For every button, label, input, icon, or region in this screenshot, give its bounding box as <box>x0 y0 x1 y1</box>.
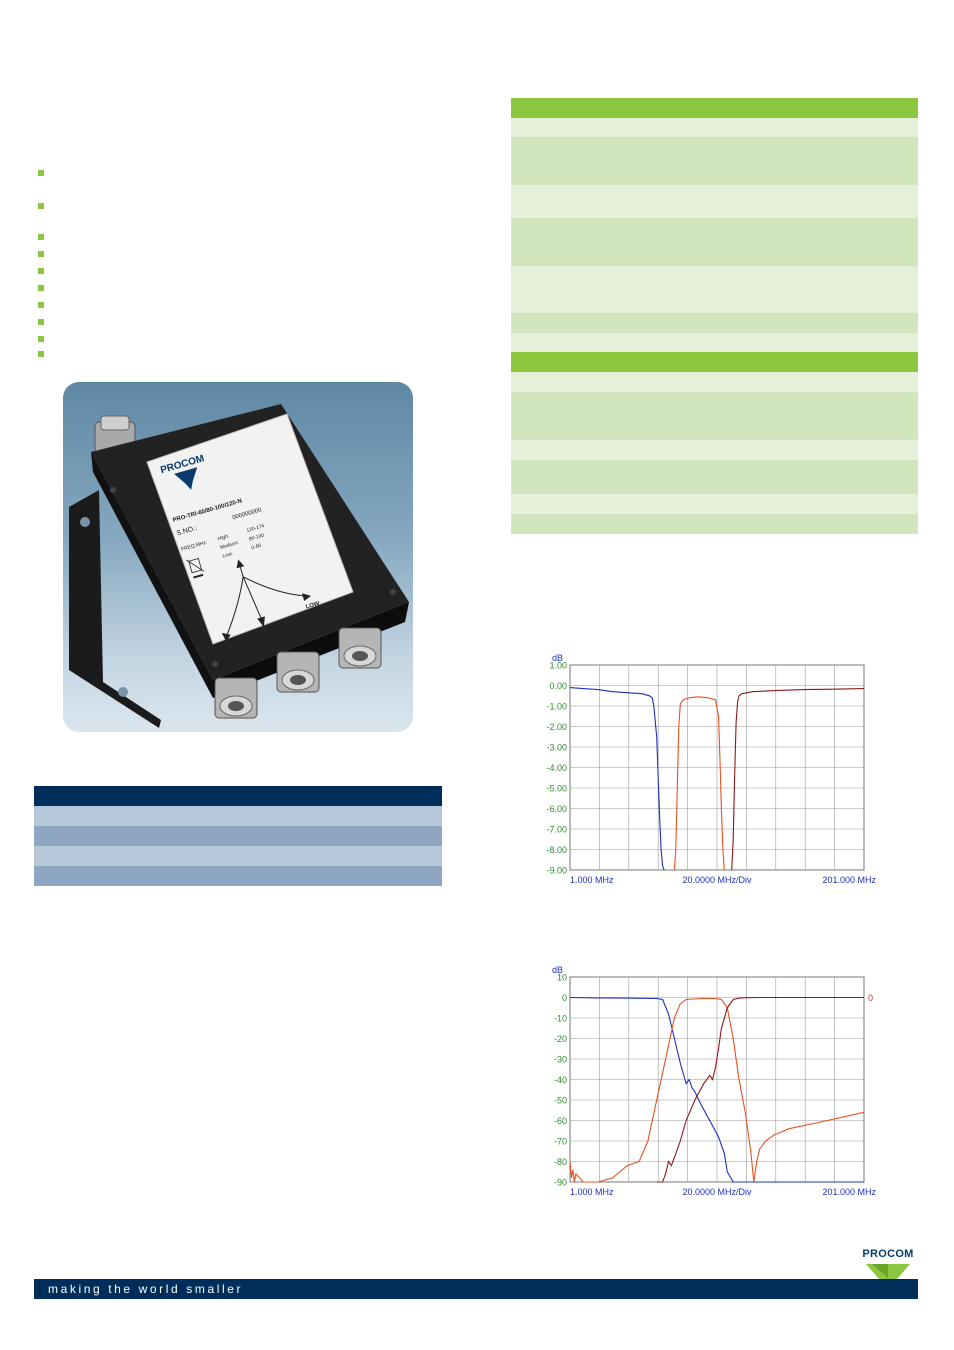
label-low: Low: <box>222 551 234 560</box>
y-tick-label: -9.00 <box>546 866 567 876</box>
table-row <box>511 313 918 333</box>
y-tick-label: -3.00 <box>546 743 567 753</box>
label-low-value: 0-60 <box>251 543 262 552</box>
n-connector <box>338 627 382 669</box>
y-tick-label: -7.00 <box>546 825 567 835</box>
table-row <box>34 846 442 866</box>
y-tick-label: -6.00 <box>546 804 567 814</box>
label-high-value: 120-174 <box>246 523 266 534</box>
y-tick-label: -8.00 <box>546 845 567 855</box>
port-low-label: LOW <box>305 601 320 611</box>
series-line-2 <box>656 996 864 1183</box>
table-header-bar <box>511 98 918 118</box>
table-header-bar <box>34 786 442 806</box>
bullet-marker <box>38 285 44 291</box>
x-tick-label: 20.0000 MHz/Div <box>682 875 752 885</box>
arrow-low-icon <box>301 593 312 601</box>
bullet-marker <box>38 170 44 176</box>
y-tick-label: -2.00 <box>546 722 567 732</box>
n-connector <box>214 677 258 719</box>
left-spec-table <box>34 786 442 886</box>
y-tick-label: -1.00 <box>546 702 567 712</box>
footer-tagline: making the world smaller <box>48 1282 244 1296</box>
series-line-1 <box>673 696 725 871</box>
y-tick-label: -30 <box>554 1055 567 1065</box>
insertion-loss-plot: 1.00 0.00 -1.00 -2.00 -3.00 -4.00 -5.00 -6.00 -7… <box>546 653 876 885</box>
series-line-1 <box>569 997 865 1183</box>
bullet-marker <box>38 203 44 209</box>
y-tick-label: -50 <box>554 1096 567 1106</box>
bullet-marker <box>38 302 44 308</box>
y-tick-label: -5.00 <box>546 784 567 794</box>
y-tick-label: -20 <box>554 1034 567 1044</box>
table-row <box>34 866 442 886</box>
bullet-marker <box>38 351 44 357</box>
series-line-0 <box>569 996 864 1183</box>
x-tick-label: 20.0000 MHz/Div <box>682 1187 752 1197</box>
bullet-marker <box>38 251 44 257</box>
bullet-marker <box>38 268 44 274</box>
label-medium-value: 80-100 <box>248 533 265 543</box>
y-tick-label: -60 <box>554 1116 567 1126</box>
triplexer-illustration: PROCOM PRO-TRI-60/80-100/120-N S.NO.: 00… <box>69 404 409 728</box>
table-header-bar <box>511 352 918 372</box>
table-row <box>511 494 918 514</box>
table-row <box>511 460 918 494</box>
table-row <box>511 185 918 218</box>
y-tick-label: -90 <box>554 1178 567 1188</box>
series-line-0 <box>569 687 665 871</box>
y-tick-label: 10 <box>557 973 567 983</box>
table-row <box>511 137 918 185</box>
table-row <box>511 514 918 534</box>
y-tick-label: -40 <box>554 1075 567 1085</box>
y-tick-label: -10 <box>554 1014 567 1024</box>
bullet-marker <box>38 336 44 342</box>
arrow-up-icon <box>236 559 245 569</box>
insertion-loss-chart: 1.00 0.00 -1.00 -2.00 -3.00 -4.00 -5.00 -6.00 -7… <box>530 650 890 890</box>
x-tick-label: 201.000 MHz <box>822 1187 876 1197</box>
y-tick-label: 0 <box>562 993 567 1003</box>
table-row <box>511 266 918 313</box>
y-tick-label: 0.00 <box>549 681 567 691</box>
series-line-2 <box>731 688 865 871</box>
table-row <box>511 372 918 392</box>
table-row <box>511 333 918 352</box>
procom-logo-icon <box>174 467 198 490</box>
right-spec-table <box>511 98 918 534</box>
footer-bar: making the world smaller <box>34 1279 918 1299</box>
rejection-plot: 10 0 -10 -20 -30 -40 -50 -60 -70 -80 -90 dB 1.000 MH… <box>552 965 876 1197</box>
table-row <box>511 118 918 137</box>
table-row <box>511 218 918 266</box>
right-marker-label: 0 <box>868 993 873 1003</box>
y-tick-label: -70 <box>554 1137 567 1147</box>
arrow-high-icon <box>221 632 231 642</box>
y-tick-label: -80 <box>554 1157 567 1167</box>
y-axis-label: dB <box>552 653 563 663</box>
table-row <box>34 826 442 846</box>
n-connector <box>276 651 320 693</box>
product-photo: PROCOM PRO-TRI-60/80-100/120-N S.NO.: 00… <box>63 382 413 732</box>
table-row <box>34 806 442 826</box>
label-high: High: <box>217 533 230 542</box>
logo-text: PROCOM <box>862 1248 914 1260</box>
table-row <box>511 440 918 460</box>
arrow-medium-icon <box>257 616 265 628</box>
y-axis-label: dB <box>552 965 563 975</box>
bullet-marker <box>38 234 44 240</box>
weee-bin-icon <box>188 558 203 574</box>
x-tick-label: 1.000 MHz <box>570 875 614 885</box>
y-tick-label: 1.00 <box>549 661 567 671</box>
rejection-chart: 10 0 -10 -20 -30 -40 -50 -60 -70 -80 -90 dB 1.000 MH… <box>530 962 890 1202</box>
label-medium: Medium: <box>220 540 240 551</box>
x-tick-label: 201.000 MHz <box>822 875 876 885</box>
x-tick-label: 1.000 MHz <box>570 1187 614 1197</box>
bullet-marker <box>38 319 44 325</box>
table-row <box>511 392 918 440</box>
y-tick-label: -4.00 <box>546 763 567 773</box>
port-high-label: HIGH <box>217 649 233 659</box>
